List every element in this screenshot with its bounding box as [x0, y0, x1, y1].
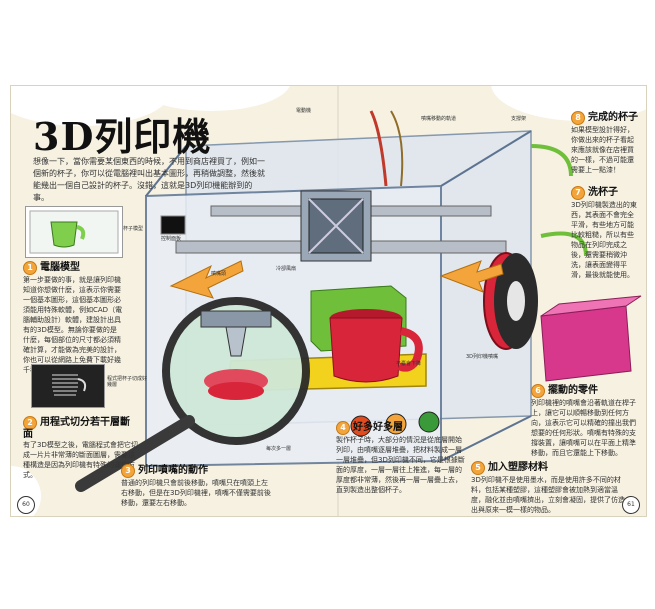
step-body: 如果模型設計得好，你做出來的杯子看起來應該就像在店裡買的一樣，不過可能還需要上一… — [571, 126, 634, 174]
sliced-cup-icon — [52, 374, 87, 396]
step-body: 普通的列印機只會前後移動，噴嘴只在噴頭上左右移動，但是在3D列印機裡，噴嘴不僅需… — [121, 479, 271, 507]
label-platform: 平臺會下降 — [396, 361, 422, 367]
label-motor: 電動機 — [296, 108, 312, 114]
step-heading: 列印噴嘴的動作 — [138, 465, 208, 476]
label-fan: 冷卻風扇 — [276, 266, 297, 272]
label-rail: 噴嘴移動的軌道 — [421, 116, 457, 122]
step-heading: 洗杯子 — [588, 187, 618, 198]
label-layer-note: 每次多一層 — [266, 446, 292, 452]
page-title: 3D列印機 — [33, 114, 212, 159]
step-body: 有了3D模型之後，電腦程式會把它切成一片片非常薄的斷面圖層，需要這種構造是因為列… — [23, 441, 138, 479]
step-number-badge: 7 — [571, 186, 585, 200]
intro-text: 想像一下，當你需要某個東西的時候，不用到商店裡買了，例如一個新的杯子，你可以從電… — [33, 157, 265, 202]
step-heading: 加入塑膠材料 — [488, 462, 548, 473]
computer-screen-panel — [25, 206, 123, 258]
step-number-badge: 3 — [121, 464, 135, 478]
step-body: 製作杯子時，大部分的情況是從底層開始列印，由噴嘴逐層堆疊，把材料製成一層一層堆疊… — [336, 436, 465, 494]
step-body: 第一步要做的事，就是讓列印機知道你想做什麼，這表示你需要一個基本圖形，這個基本圖… — [23, 276, 123, 374]
step-heading: 擺動的零件 — [548, 385, 598, 396]
cup-model-icon — [29, 210, 119, 254]
label-nozzle-head: 噴嘴頭 — [211, 271, 227, 277]
step-heading: 完成的杯子 — [588, 112, 638, 123]
step-number-badge: 8 — [571, 111, 585, 125]
step-heading: 用程式切分若干層斷面 — [23, 417, 130, 440]
step-body: 3D列印機製造出的東西，其表面不會完全平滑，有些地方可能比較粗糙，所以有些物品在… — [571, 201, 637, 279]
printer-illustration — [75, 110, 642, 492]
label-extruder: 3D列印機噴嘴 — [466, 354, 499, 360]
label-screen: 控制面板 — [161, 236, 182, 242]
step-heading: 電腦模型 — [40, 262, 80, 273]
page-number-left: 60 — [17, 496, 35, 514]
page-number-right: 61 — [622, 496, 640, 514]
step-number-badge: 1 — [23, 261, 37, 275]
step-number-badge: 6 — [531, 384, 545, 398]
step-number-badge: 2 — [23, 416, 37, 430]
step-number-badge: 5 — [471, 461, 485, 475]
step-number-badge: 4 — [336, 421, 350, 435]
slice-hint-label: 程式把杯子切成好幾層 — [107, 376, 148, 388]
step-heading: 好多好多層 — [353, 422, 403, 433]
step-body: 3D列印機不是使用墨水，而是使用許多不同的材料，包括某種塑膠，這種塑膠會被加熱到… — [471, 476, 625, 514]
book-spread: 3D列印機 想像一下，當你需要某個東西的時候，不用到商店裡買了，例如一個新的杯子… — [10, 85, 647, 517]
label-frame: 支撐架 — [511, 116, 527, 122]
computer-hint-label: 杯子模型 — [123, 226, 144, 232]
slice-screen-panel — [31, 364, 105, 408]
step-body: 列印機裡的噴嘴會沿著軌道在桿子上，讓它可以順暢移動到任何方向，這表示它可以精確的… — [531, 399, 636, 457]
